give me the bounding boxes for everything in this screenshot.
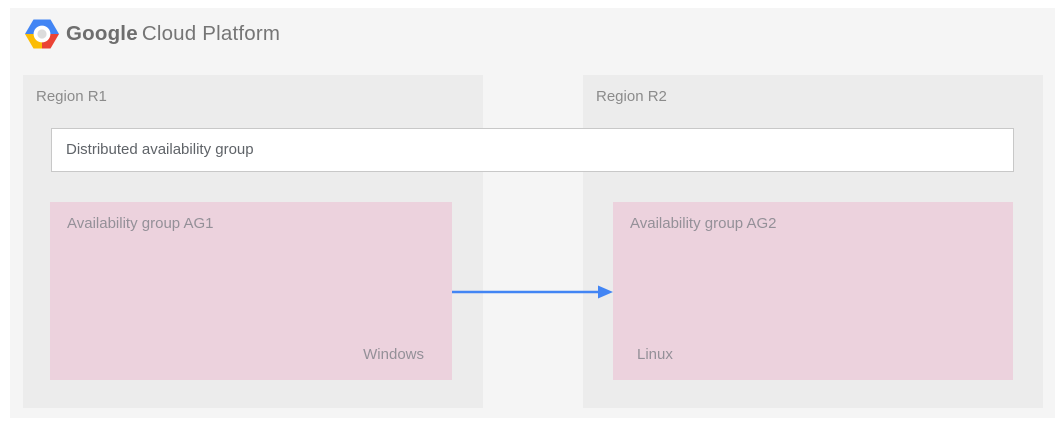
os-label-windows: Windows (363, 346, 424, 363)
brand-google: Google (66, 22, 138, 45)
region-r2-label: Region R2 (596, 88, 667, 105)
os-label-linux: Linux (637, 346, 673, 363)
availability-group-ag2-box: Availability group AG2 Linux (613, 202, 1013, 380)
replication-arrow-right-icon (452, 285, 613, 299)
region-r2-box: Region R2 Availability group AG2 Linux (583, 75, 1043, 408)
distributed-availability-group-label: Distributed availability group (66, 141, 254, 158)
availability-group-ag1-box: Availability group AG1 Windows (50, 202, 452, 380)
region-r1-box: Region R1 Availability group AG1 Windows (23, 75, 483, 408)
gcp-hexagon-logo-icon (25, 19, 59, 49)
distributed-availability-group-box: Distributed availability group (51, 128, 1014, 172)
availability-group-ag2-label: Availability group AG2 (630, 215, 777, 232)
region-r1-label: Region R1 (36, 88, 107, 105)
availability-group-ag1-label: Availability group AG1 (67, 215, 214, 232)
brand-cloud-platform: Cloud Platform (141, 22, 281, 45)
